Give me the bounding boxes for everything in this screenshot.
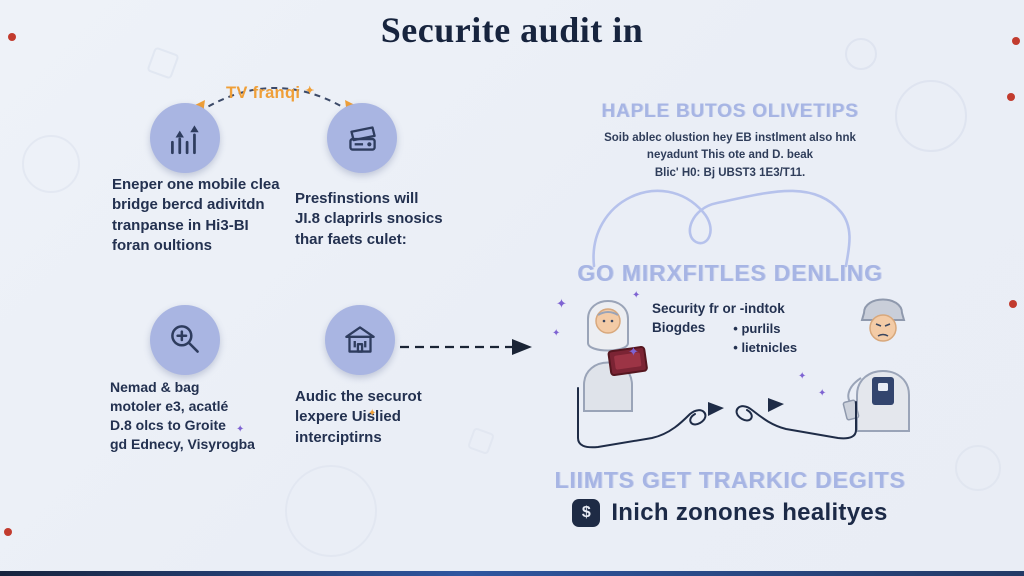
step-circle-2	[327, 103, 397, 173]
sparkle-icon: ✦	[818, 388, 827, 399]
caption-line1: Security fr or -indtok	[652, 301, 785, 316]
watermark-circle	[845, 38, 877, 70]
sparkle-icon: ✦	[556, 296, 567, 311]
loop-curve	[592, 189, 851, 268]
red-dot-decoration	[8, 33, 16, 41]
step-text-4: Audic the securot lexpere Uislied interc…	[295, 388, 422, 446]
right-heading-top: HAPLE BUTOS OLIVETIPS	[601, 101, 859, 122]
sparkle-icon: ✦	[305, 85, 315, 97]
watermark-circle	[22, 135, 80, 193]
red-dot-decoration	[1007, 93, 1015, 101]
right-heading-mid: GO MIRXFITLES DENLING	[577, 260, 883, 286]
watermark-square	[146, 46, 180, 80]
watermark-circle	[895, 80, 967, 152]
butterfly-icon: ✦	[236, 424, 245, 435]
step-text-1: Eneper one mobile clea bridge bercd adiv…	[112, 176, 280, 255]
analyst-figure	[583, 300, 648, 412]
red-dot-decoration	[1012, 37, 1020, 45]
bank-building-icon	[345, 326, 375, 353]
sparkle-icon: ✦	[368, 408, 377, 419]
footer-text: Inich zonones healityes	[611, 499, 888, 526]
step-circle-1	[150, 103, 220, 173]
flow-arrow	[400, 339, 532, 355]
caption-line2: Biogdes	[652, 320, 706, 335]
arc-label-text: TV franqi	[226, 84, 301, 102]
bottom-accent-bar	[0, 571, 1024, 576]
step-circle-4	[325, 305, 395, 375]
sparkle-icon: ✦	[798, 371, 807, 382]
sparkle-icon: ✦	[628, 344, 639, 359]
red-dot-decoration	[1009, 300, 1017, 308]
step-text-2: Presfinstions will JI.8 claprirls snosic…	[295, 190, 443, 248]
bullet-item: lietnicles	[733, 339, 797, 358]
watermark-circle	[955, 445, 1001, 491]
user-figure	[842, 298, 910, 432]
page-title: Securite audit in	[380, 10, 644, 50]
arc-label: TV franqi ✦	[226, 84, 315, 103]
watermark-circle	[285, 465, 377, 557]
watermark-square	[466, 426, 496, 456]
footer-row: $ Inich zonones healityes	[540, 499, 920, 527]
connector-squiggles	[577, 387, 857, 449]
figure-caption: Security fr or -indtok Biogdes purlils l…	[652, 301, 862, 358]
caption-bullets: purlils lietnicles	[733, 320, 797, 358]
right-subtext: Soib ablec olustion hey EB instlment als…	[604, 132, 856, 179]
sparkle-icon: ✦	[632, 290, 641, 301]
step-text-3: Nemad & bag motoler e3, acatlé D.8 olcs …	[110, 379, 255, 453]
right-heading-bottom: LIIMTS GET TRARKIC DEGITS	[554, 467, 906, 493]
coin-badge-icon: $	[572, 499, 601, 527]
magnifier-icon	[171, 325, 199, 353]
bullet-item: purlils	[733, 320, 797, 339]
step-circle-3	[150, 305, 220, 375]
device-shield-icon	[349, 126, 376, 151]
red-dot-decoration	[4, 528, 12, 536]
sparkle-icon: ✦	[552, 328, 561, 339]
bar-chart-growth-icon	[171, 125, 199, 155]
